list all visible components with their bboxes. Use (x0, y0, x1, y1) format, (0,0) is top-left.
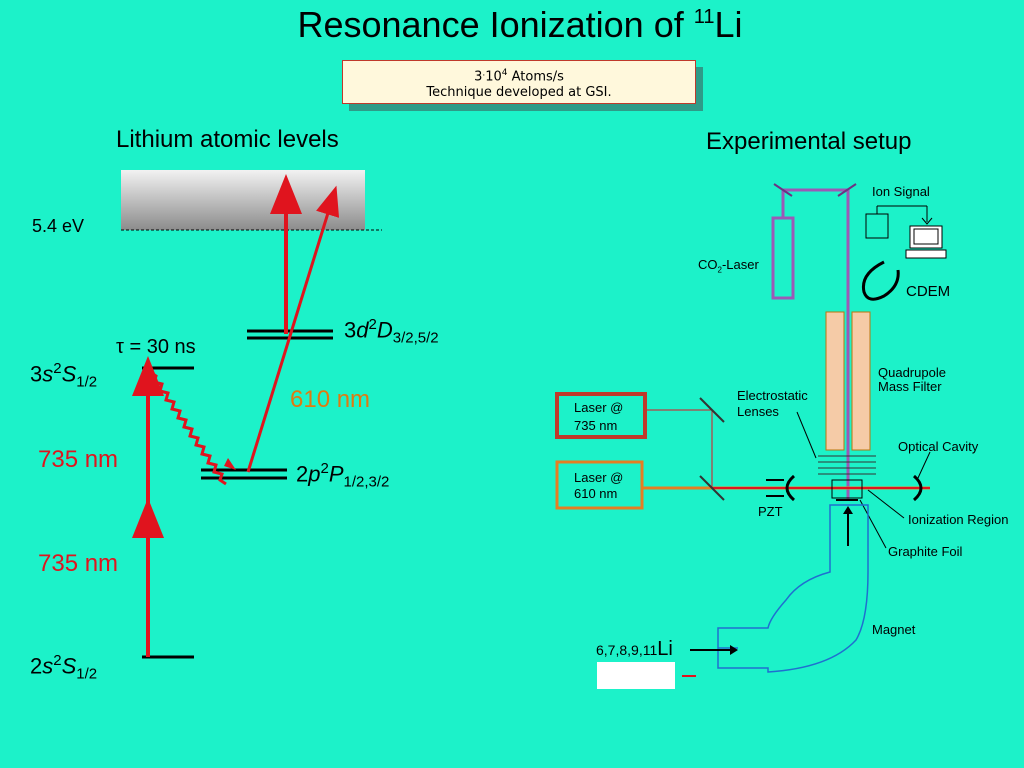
isotope-beam-label: 6,7,8,9,11Li (596, 638, 673, 660)
label-2s: 2s2S1/2 (30, 652, 98, 683)
levels-heading: Lithium atomic levels (116, 126, 339, 153)
quadrupole-mass-filter (825, 311, 871, 451)
setup-heading: Experimental setup (706, 128, 912, 155)
arrow-610 (246, 185, 340, 473)
blank-white-box (597, 662, 675, 689)
optical-cavity-label: Optical Cavity (898, 439, 979, 454)
electrostatic-lenses (818, 455, 876, 475)
cavity-mirror-left (785, 474, 796, 502)
cavity-mirror-right (912, 474, 923, 502)
label-3d: 3d2D3/2,5/2 (344, 316, 439, 347)
co2-laser-label: CO2-Laser (698, 257, 759, 275)
computer-icon (905, 225, 947, 259)
rate-line: 3.104 Atoms/s (474, 68, 564, 85)
wavelength-610-label: 610 nm (290, 386, 371, 413)
graphite-foil-label: Graphite Foil (888, 544, 963, 559)
ionization-region (831, 479, 863, 499)
co2-laser (771, 216, 795, 300)
magnet-label: Magnet (872, 622, 916, 637)
pzt-label: PZT (758, 504, 783, 519)
label-2p: 2p2P1/2,3/2 (296, 460, 390, 491)
slide-title: Resonance Ionization of 11Li (297, 4, 743, 45)
laser-735-box (555, 392, 647, 439)
co2-beam-path (781, 188, 850, 500)
ion-detector (865, 205, 933, 239)
technique-line: Technique developed at GSI. (426, 85, 612, 101)
pzt-element (766, 479, 784, 497)
decay-wavy-arrow (149, 370, 227, 486)
ionization-region-label: Ionization Region (908, 512, 1009, 527)
label-3s: 3s2S1/2 (30, 360, 98, 391)
wavelength-735-upper-label: 735 nm (38, 446, 119, 473)
laser-735-label: Laser @735 nm (574, 400, 624, 433)
ionization-energy-label: 5.4 eV (32, 216, 85, 236)
laser-610-label: Laser @610 nm (574, 470, 624, 501)
magnet (717, 504, 869, 673)
ion-signal-label: Ion Signal (872, 184, 930, 199)
laser-610-box (555, 460, 644, 510)
lifetime-label: τ = 30 ns (116, 336, 196, 358)
info-box: 3.104 Atoms/s Technique developed at GSI… (342, 60, 696, 104)
cdem-label: CDEM (906, 283, 951, 300)
wavelength-735-lower-label: 735 nm (38, 550, 119, 577)
cdem-icon (861, 260, 900, 301)
